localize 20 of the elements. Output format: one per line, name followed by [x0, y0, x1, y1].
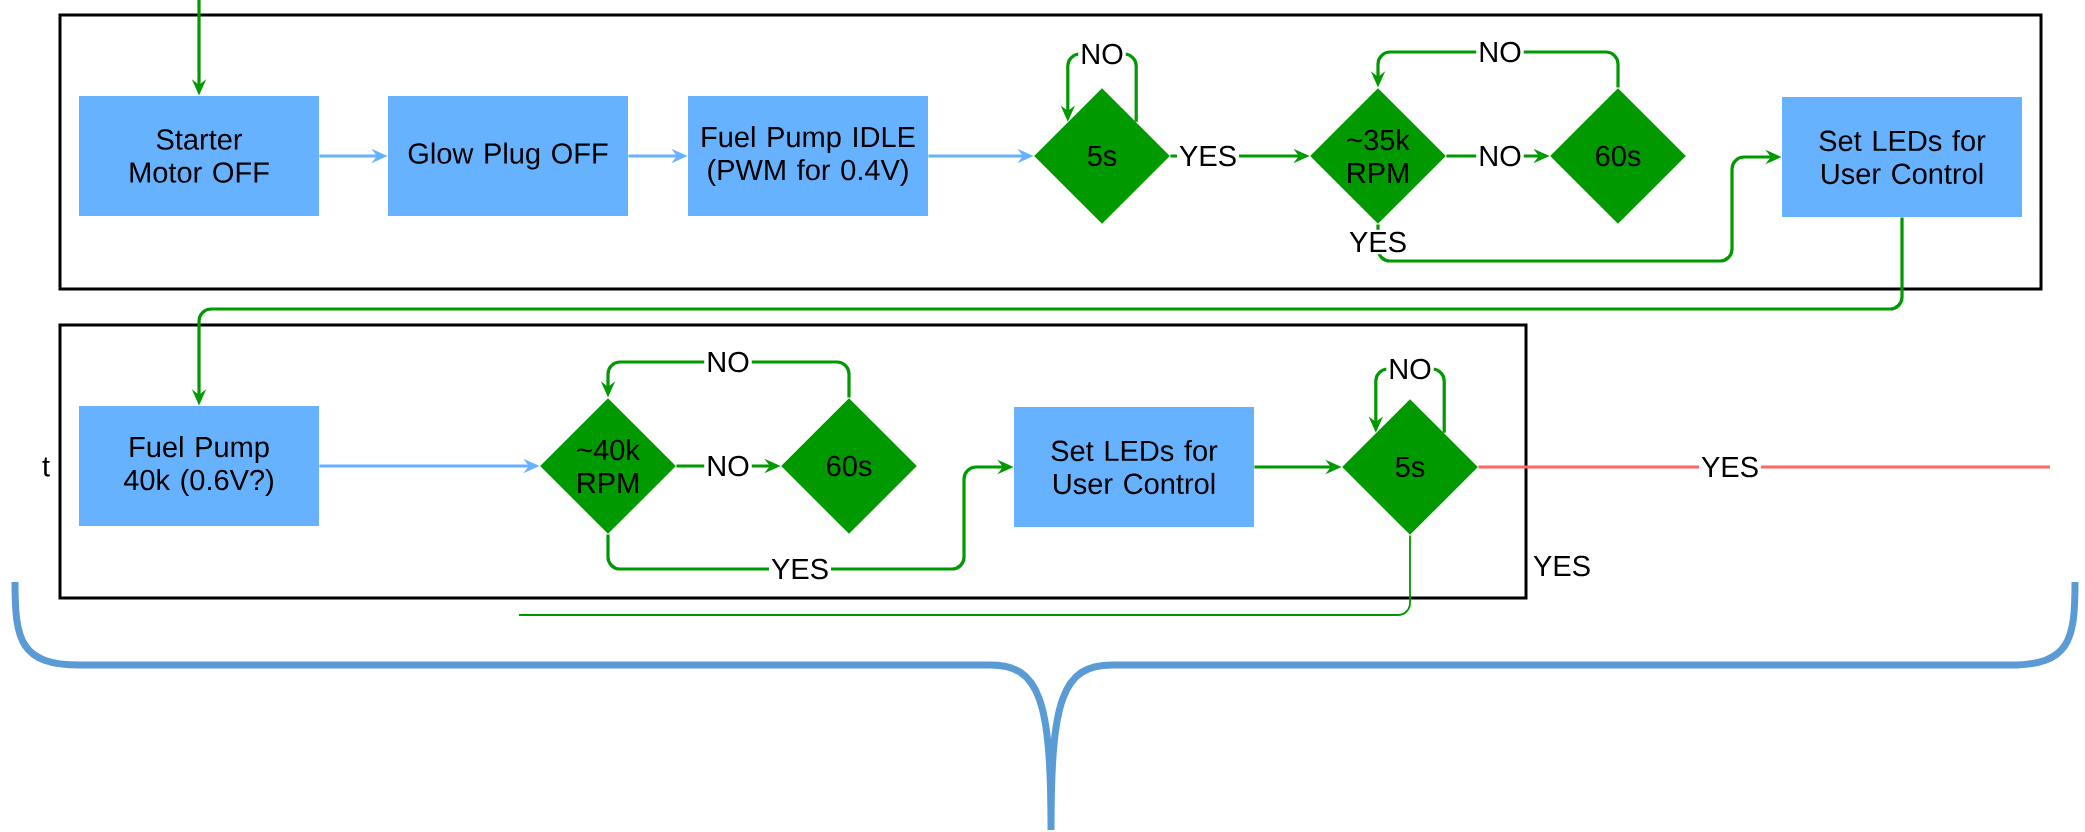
- process-box: Glow Plug OFF: [388, 96, 628, 216]
- edge-label: YES: [1347, 229, 1409, 255]
- process-box: Fuel Pump IDLE (PWM for 0.4V): [688, 96, 928, 216]
- text-label: YES: [1533, 555, 1590, 577]
- process-box: Set LEDs for User Control: [1782, 97, 2022, 217]
- edge-label: NO: [1476, 143, 1524, 169]
- edge-label: NO: [1476, 39, 1524, 65]
- frame-box: [58, 13, 2043, 291]
- edge-label: YES: [769, 556, 831, 582]
- text-label: t: [42, 457, 50, 477]
- process-box: Starter Motor OFF: [79, 96, 319, 216]
- edge-label: NO: [1078, 41, 1126, 67]
- edge-label: NO: [704, 453, 752, 479]
- edge-label: NO: [704, 349, 752, 375]
- edge-label: NO: [1386, 356, 1434, 382]
- edge-label: YES: [1177, 143, 1239, 169]
- edge-label: YES: [1699, 454, 1762, 480]
- process-box: Fuel Pump 40k (0.6V?): [79, 406, 319, 526]
- process-box: Set LEDs for User Control: [1014, 407, 1254, 527]
- frame-box: [58, 323, 1528, 600]
